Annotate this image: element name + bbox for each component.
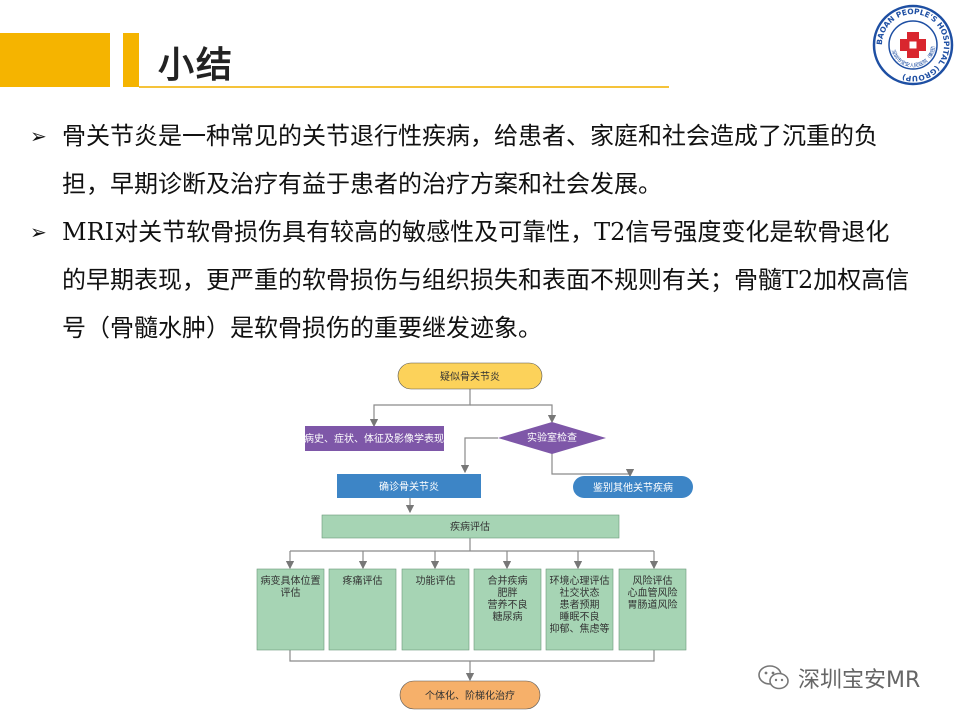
confirm-node: 确诊骨关节炎 bbox=[337, 474, 481, 498]
medical-cross-icon bbox=[900, 32, 926, 58]
hospital-logo: BAOAN PEOPLE'S HOSPITAL (GROUP) 深圳市宝安人民医… bbox=[872, 4, 954, 86]
bullet-list: ➢ 骨关节炎是一种常见的关节退行性疾病，给患者、家庭和社会造成了沉重的负担，早期… bbox=[30, 112, 910, 352]
bullet-item: ➢ 骨关节炎是一种常见的关节退行性疾病，给患者、家庭和社会造成了沉重的负担，早期… bbox=[30, 112, 910, 208]
header-underline bbox=[139, 86, 669, 88]
assessment-categories: 病变具体位置评估疼痛评估功能评估合并疾病肥胖营养不良糖尿病环境心理评估社交状态患… bbox=[256, 568, 687, 651]
header-accent-stripe bbox=[123, 33, 139, 87]
assessment-node: 疾病评估 bbox=[321, 514, 620, 539]
history-label: 病史、症状、体征及影像学表现 bbox=[304, 432, 444, 445]
category-title: 病变具体位置 bbox=[261, 574, 321, 587]
bullet-arrow-icon: ➢ bbox=[30, 124, 47, 148]
flow-connectors bbox=[285, 388, 659, 682]
start-node: 疑似骨关节炎 bbox=[397, 362, 543, 390]
slide-title: 小结 bbox=[158, 45, 235, 86]
history-node: 病史、症状、体征及影像学表现 bbox=[304, 426, 444, 451]
category-title: 功能评估 bbox=[416, 574, 456, 587]
category-box: 疼痛评估 bbox=[328, 568, 397, 651]
category-title: 合并疾病 bbox=[488, 574, 528, 587]
category-item: 社交状态 bbox=[560, 586, 600, 599]
lab-decision-node: 实验室检查 bbox=[498, 422, 606, 454]
bullet-arrow-icon: ➢ bbox=[30, 220, 47, 244]
category-item: 营养不良 bbox=[488, 598, 528, 611]
watermark: 深圳宝安MR bbox=[758, 662, 920, 694]
category-item: 睡眠不良 bbox=[560, 610, 600, 623]
category-item: 胃肠道风险 bbox=[628, 598, 678, 611]
category-item: 肥胖 bbox=[498, 587, 518, 599]
start-label: 疑似骨关节炎 bbox=[440, 370, 500, 383]
assessment-label: 疾病评估 bbox=[450, 520, 490, 533]
treatment-node: 个体化、阶梯化治疗 bbox=[399, 680, 541, 710]
treatment-label: 个体化、阶梯化治疗 bbox=[425, 689, 515, 702]
bullet-item: ➢ MRI对关节软骨损伤具有较高的敏感性及可靠性，T2信号强度变化是软骨退化的早… bbox=[30, 208, 910, 352]
category-title-line2: 评估 bbox=[281, 586, 301, 599]
lab-label: 实验室检查 bbox=[527, 431, 577, 444]
bullet-text: 骨关节炎是一种常见的关节退行性疾病，给患者、家庭和社会造成了沉重的负担，早期诊断… bbox=[62, 122, 878, 198]
differential-label: 鉴别其他关节疾病 bbox=[593, 481, 673, 494]
bullet-text: MRI对关节软骨损伤具有较高的敏感性及可靠性，T2信号强度变化是软骨退化的早期表… bbox=[62, 218, 910, 342]
confirm-label: 确诊骨关节炎 bbox=[379, 480, 439, 493]
category-item: 患者预期 bbox=[560, 599, 600, 611]
category-item: 糖尿病 bbox=[493, 610, 523, 623]
category-item: 心血管风险 bbox=[628, 586, 678, 599]
category-title: 风险评估 bbox=[633, 574, 673, 587]
category-box: 功能评估 bbox=[401, 568, 470, 651]
watermark-text: 深圳宝安MR bbox=[798, 668, 921, 693]
wechat-icon bbox=[758, 665, 789, 690]
category-title: 环境心理评估 bbox=[550, 574, 610, 587]
header-accent-bar bbox=[0, 33, 110, 87]
category-item: 抑郁、焦虑等 bbox=[550, 622, 610, 635]
differential-node: 鉴别其他关节疾病 bbox=[573, 476, 693, 498]
category-title: 疼痛评估 bbox=[343, 574, 383, 587]
